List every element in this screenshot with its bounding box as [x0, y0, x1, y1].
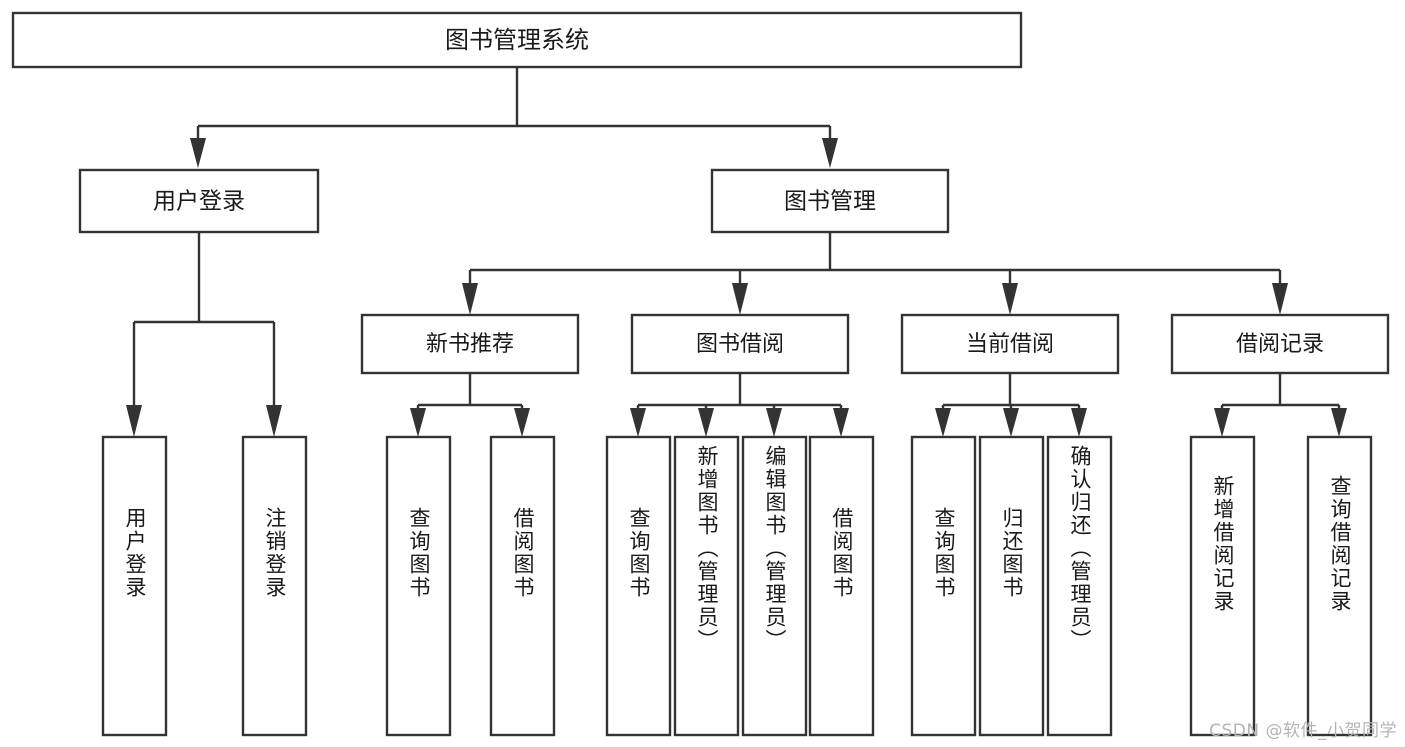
leaf-box-query-record[interactable] [1306, 435, 1373, 737]
leaf-box-borrow-book-2[interactable] [808, 435, 875, 737]
book-management-box [710, 168, 950, 234]
arrow-bb-leaf-1 [630, 408, 646, 437]
arrow-bm-to-new-book-recommend [462, 283, 478, 315]
arrow-root-to-user-login [190, 138, 206, 168]
arrow-cb-leaf-3 [1071, 408, 1087, 437]
leaf-box-query-book-2[interactable] [605, 435, 672, 737]
leaf-box-query-book-3[interactable] [910, 435, 977, 737]
root-label: 图书管理系统 [445, 26, 589, 54]
leaf-box-query-book-1[interactable] [385, 435, 452, 737]
node-new-book-recommend[interactable]: 新书推荐 [360, 313, 580, 375]
borrow-record-label: 借阅记录 [1236, 332, 1324, 357]
node-user-login[interactable]: 用户登录 [78, 168, 320, 234]
arrow-cb-leaf-1 [935, 408, 951, 437]
arrow-bm-to-borrow-record [1272, 283, 1288, 315]
arrow-br-leaf-1 [1214, 408, 1230, 437]
node-borrow-record[interactable]: 借阅记录 [1170, 313, 1390, 375]
watermark-text: CSDN @软件_小贺同学 [1209, 721, 1397, 741]
node-book-borrow[interactable]: 图书借阅 [630, 313, 850, 375]
book-management-label: 图书管理 [784, 189, 876, 215]
leaf-box-add-record[interactable] [1189, 435, 1256, 737]
new-book-recommend-label: 新书推荐 [426, 332, 514, 357]
node-root[interactable]: 图书管理系统 [11, 11, 1023, 69]
leaf-box-user-logout[interactable] [241, 435, 308, 737]
leaf-box-confirm-return[interactable] [1046, 435, 1113, 737]
leaf-box-user-login[interactable] [101, 435, 168, 737]
book-borrow-box [630, 313, 850, 375]
root-box [11, 11, 1023, 69]
leaf-box-edit-book[interactable] [741, 435, 808, 737]
book-borrow-label: 图书借阅 [696, 332, 784, 357]
current-borrow-box [900, 313, 1120, 375]
arrow-user-login-leaf-2 [266, 405, 282, 437]
arrow-root-to-book-management [822, 138, 838, 168]
node-book-management[interactable]: 图书管理 [710, 168, 950, 234]
arrow-bb-leaf-4 [833, 408, 849, 437]
new-book-recommend-box [360, 313, 580, 375]
leaf-box-add-book[interactable] [673, 435, 740, 737]
arrow-nbr-leaf-2 [514, 408, 530, 437]
current-borrow-label: 当前借阅 [966, 332, 1054, 357]
leaf-box-borrow-book-1[interactable] [489, 435, 556, 737]
node-current-borrow[interactable]: 当前借阅 [900, 313, 1120, 375]
user-login-label: 用户登录 [153, 189, 245, 215]
arrow-cb-leaf-2 [1003, 408, 1019, 437]
arrow-user-login-leaf-1 [126, 405, 142, 437]
arrow-bb-leaf-3 [766, 408, 782, 437]
arrow-bm-to-book-borrow [732, 283, 748, 315]
leaf-box-return-book[interactable] [978, 435, 1045, 737]
borrow-record-box [1170, 313, 1390, 375]
arrow-nbr-leaf-1 [410, 408, 426, 437]
arrow-bb-leaf-2 [698, 408, 714, 437]
arrow-bm-to-current-borrow [1002, 283, 1018, 315]
arrow-br-leaf-2 [1331, 408, 1347, 437]
